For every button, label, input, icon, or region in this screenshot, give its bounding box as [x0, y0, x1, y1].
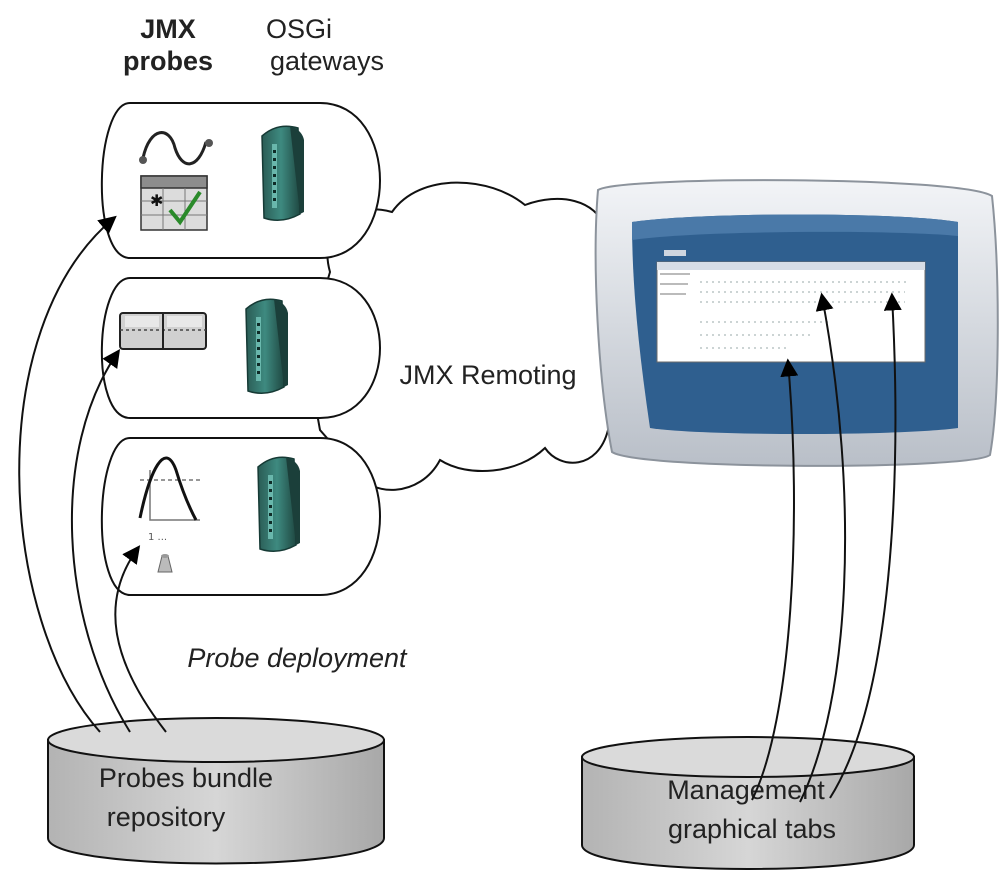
- management-repository-line1: Management: [667, 775, 825, 805]
- bell-curve-plot-icon: 1 ...: [138, 456, 200, 573]
- probes-repository-line2: repository: [107, 802, 226, 832]
- gateway-row-1: ✱: [100, 102, 381, 259]
- gateway-capsule-3: [100, 437, 381, 596]
- svg-text:1 ...: 1 ...: [148, 532, 167, 543]
- probe-deployment-label: Probe deployment: [187, 643, 408, 673]
- tab-arrow-1: [751, 358, 799, 801]
- deployment-arrow-1: [18, 215, 117, 733]
- osgi-header-line1: OSGi: [266, 14, 332, 44]
- tab-arrow-2: [799, 292, 847, 803]
- osgi-gateway-box-icon: [261, 125, 305, 221]
- probes-repository-line1: Probes bundle: [99, 763, 273, 793]
- management-tab-arrows: [751, 292, 902, 803]
- deployment-arrow-3: [114, 545, 167, 733]
- jmx-header-line2: probes: [123, 46, 213, 76]
- management-graphical-tabs-repository: Management graphical tabs: [581, 736, 915, 870]
- management-repository-line2: graphical tabs: [668, 814, 836, 844]
- probes-bundle-repository: Probes bundle repository: [47, 717, 385, 865]
- gateway-row-2: [100, 277, 381, 419]
- svg-text:✱: ✱: [150, 191, 163, 210]
- screen-window: [656, 261, 926, 363]
- probe-deployment-arrows: [18, 215, 167, 733]
- jmx-remoting-cloud: JMX Remoting: [313, 181, 610, 491]
- sine-wave-and-calendar-check-icon: ✱: [139, 131, 213, 231]
- jmx-header-line1: JMX: [140, 14, 196, 44]
- osgi-gateway-box-icon: [245, 298, 289, 394]
- osgi-gateway-box-icon: [257, 456, 301, 552]
- jmx-remoting-label: JMX Remoting: [399, 360, 576, 390]
- monitor-icon: [594, 179, 999, 467]
- column-headers: JMX probes OSGi gateways: [123, 14, 384, 76]
- deployment-arrow-2: [70, 349, 131, 733]
- tab-arrow-3: [829, 292, 902, 799]
- osgi-header-line2: gateways: [270, 46, 384, 76]
- table-grid-icon: [119, 312, 207, 350]
- gateway-row-3: 1 ...: [100, 437, 381, 596]
